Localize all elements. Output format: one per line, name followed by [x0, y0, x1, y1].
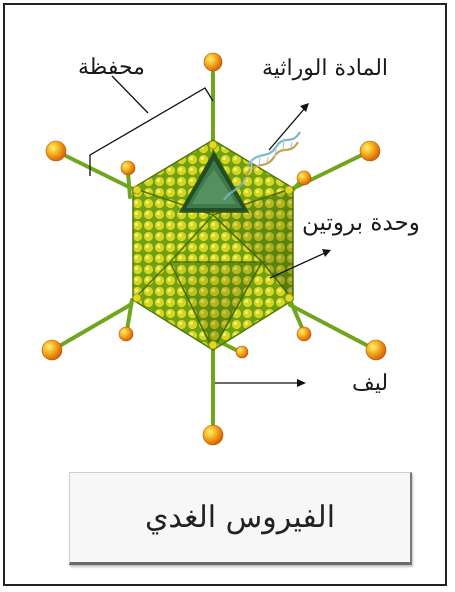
fiber-arrowhead — [297, 379, 306, 387]
envelope-label: محفظة — [78, 55, 145, 80]
caption-title: الفيروس الغدي — [145, 500, 335, 535]
protein-unit-label: وحدة بروتين — [302, 210, 420, 236]
genetic-material-label: المادة الوراثية — [262, 56, 388, 81]
genetic-arrow-line — [269, 108, 305, 150]
envelope-leader — [112, 76, 148, 113]
genetic-arrowhead — [300, 103, 309, 112]
caption-box: الفيروس الغدي — [69, 472, 412, 565]
capsid — [133, 140, 293, 350]
fiber-label: ليف — [352, 371, 388, 396]
